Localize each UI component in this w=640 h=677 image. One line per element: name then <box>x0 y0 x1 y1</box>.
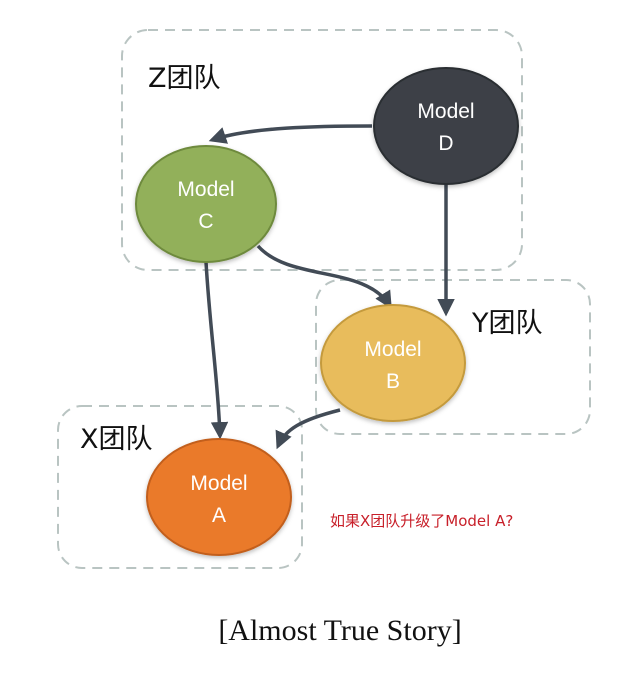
question-annotation: 如果X团队升级了Model A? <box>330 512 513 530</box>
node-model-b-circle <box>320 304 466 422</box>
arrow-d-to-c <box>208 124 373 144</box>
team-y-boundary <box>315 279 591 435</box>
node-model-a-line1: Model <box>190 472 247 495</box>
node-model-a-line2: A <box>212 504 226 527</box>
node-model-d-circle <box>373 67 519 185</box>
node-model-a-circle <box>146 438 292 556</box>
arrow-c-to-a <box>204 261 229 440</box>
node-model-b: Model B <box>320 304 466 422</box>
team-x-boundary <box>57 405 303 569</box>
node-model-c: Model C <box>135 145 277 263</box>
arrow-c-to-b <box>256 244 392 309</box>
team-z-boundary <box>121 29 523 271</box>
node-model-c-circle <box>135 145 277 263</box>
node-model-d: Model D <box>373 67 519 185</box>
node-model-c-line1: Model <box>177 178 234 201</box>
node-model-a: Model A <box>146 438 292 556</box>
team-z-label: Z团队 <box>148 63 221 94</box>
node-model-b-line2: B <box>386 370 400 393</box>
node-model-d-line2: D <box>438 132 453 155</box>
node-model-d-line1: Model <box>417 100 474 123</box>
node-model-b-line1: Model <box>364 338 421 361</box>
caption: [Almost True Story] <box>218 614 461 647</box>
team-x-label: X团队 <box>80 424 153 455</box>
arrow-b-to-a <box>275 408 341 450</box>
node-model-c-line2: C <box>198 210 213 233</box>
team-y-label: Y团队 <box>471 308 543 339</box>
